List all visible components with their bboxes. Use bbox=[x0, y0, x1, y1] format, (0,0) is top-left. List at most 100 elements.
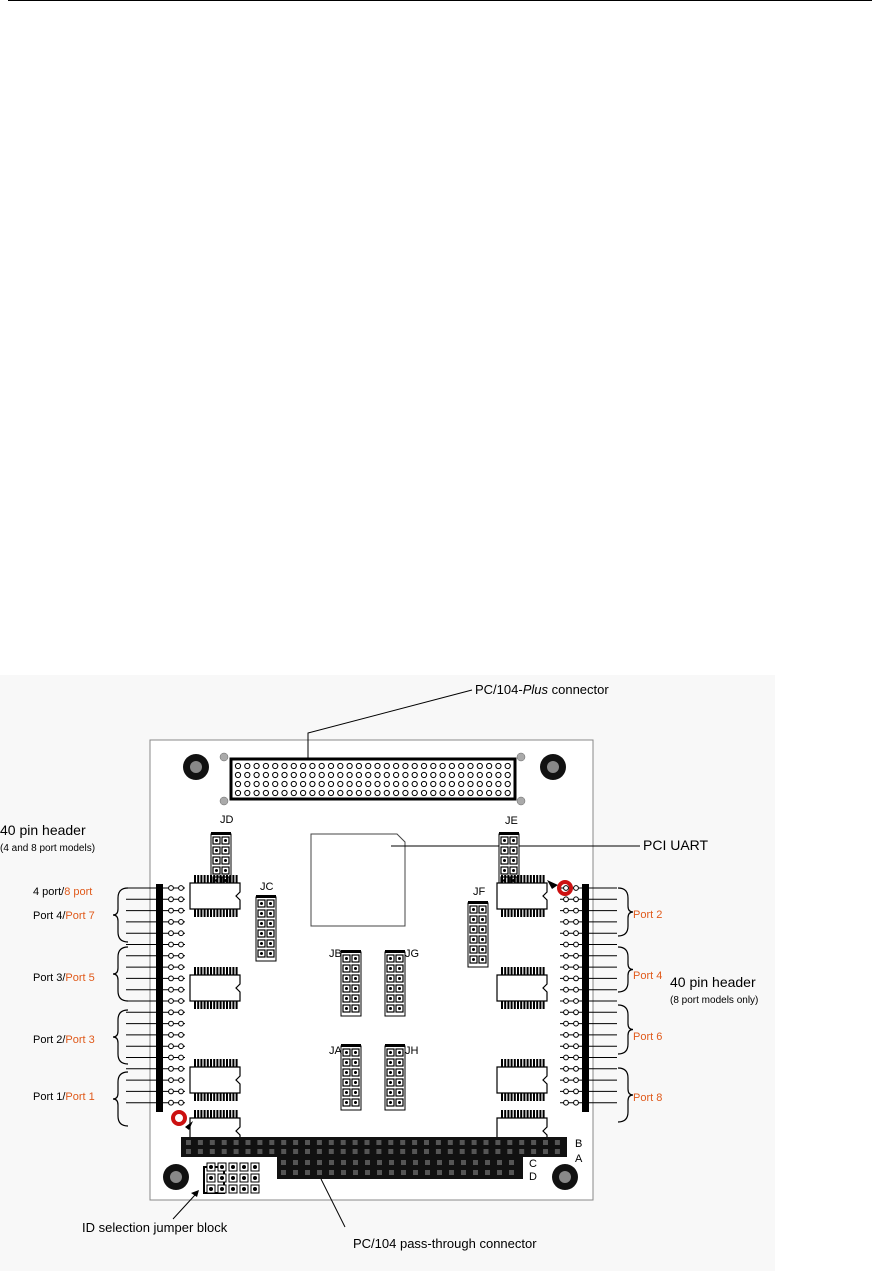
id-pin-dot bbox=[220, 1187, 224, 1191]
jumper-label-jf: JF bbox=[473, 886, 486, 898]
chip-pin bbox=[529, 1110, 532, 1118]
jumper-pin-dot bbox=[345, 1091, 348, 1094]
chip-pin bbox=[219, 967, 222, 975]
jumper-pin-dot bbox=[260, 912, 263, 915]
chip-pin bbox=[197, 875, 200, 883]
chip-pin bbox=[200, 1110, 203, 1118]
id-pin-dot bbox=[220, 1176, 224, 1180]
pass-pin bbox=[376, 1140, 382, 1145]
pass-pin bbox=[281, 1140, 287, 1145]
connector-pin bbox=[253, 789, 260, 797]
pass-pin bbox=[281, 1149, 287, 1154]
jumper-pin-dot bbox=[345, 997, 348, 1000]
chip-pin bbox=[197, 1093, 200, 1101]
port-bracket bbox=[112, 1071, 129, 1127]
row-letter-a: A bbox=[575, 1153, 583, 1165]
pc104plus-pins bbox=[234, 762, 511, 797]
header-pin bbox=[168, 1065, 174, 1072]
jumper-pin-dot bbox=[269, 922, 272, 925]
chip-pin bbox=[513, 875, 516, 883]
chip-pin bbox=[194, 1059, 196, 1067]
chip-pin bbox=[513, 967, 516, 975]
pass-pin bbox=[389, 1170, 394, 1175]
connector-pin bbox=[402, 780, 409, 788]
connector-pin bbox=[393, 780, 400, 788]
jumper-pin-dot bbox=[398, 977, 401, 980]
pass-pin bbox=[435, 1149, 441, 1154]
chip-pin bbox=[526, 1110, 529, 1118]
header-pin bbox=[168, 919, 174, 925]
pass-pin bbox=[316, 1149, 322, 1154]
header-pin bbox=[563, 952, 569, 959]
chip-pin bbox=[235, 967, 238, 975]
jumper-pin-dot bbox=[215, 839, 218, 842]
id-pin-dot bbox=[253, 1165, 257, 1169]
board-svg: PC/104-Plus connector PCI UART JD JE JC … bbox=[0, 682, 758, 1251]
right-port-label: Port 8 bbox=[633, 1092, 662, 1104]
chip-pin bbox=[200, 909, 203, 917]
header-pin bbox=[563, 896, 569, 903]
jumper-pin-dot bbox=[354, 1071, 357, 1074]
chip-pin bbox=[203, 967, 206, 975]
jumper-pin-dot bbox=[481, 918, 484, 921]
header-pin bbox=[573, 896, 579, 903]
header-pin bbox=[563, 919, 569, 925]
header-pin bbox=[573, 1043, 579, 1050]
port-label-primary: Port 2/ bbox=[33, 1034, 66, 1046]
chip-pin bbox=[210, 875, 212, 883]
port-bracket bbox=[112, 1009, 129, 1065]
pointer-arrow-icon bbox=[547, 880, 558, 889]
chip-pin bbox=[510, 1059, 513, 1067]
jumper-pin-dot bbox=[354, 997, 357, 1000]
header-pin bbox=[178, 998, 184, 1004]
pass-pin bbox=[281, 1160, 286, 1165]
connector-pin bbox=[420, 789, 428, 797]
chip-pin bbox=[222, 1059, 225, 1067]
chip-pin bbox=[533, 1093, 535, 1101]
pass-pin bbox=[376, 1149, 382, 1154]
pass-pin bbox=[497, 1170, 502, 1175]
pass-pin bbox=[424, 1140, 429, 1145]
chip-pin bbox=[229, 909, 232, 917]
leader-line bbox=[320, 1178, 346, 1228]
pass-pin bbox=[245, 1140, 251, 1145]
chip-pin bbox=[206, 875, 209, 883]
pass-pin bbox=[317, 1170, 322, 1175]
chip-pin bbox=[529, 875, 532, 883]
pass-pin bbox=[497, 1160, 502, 1165]
chip-pin bbox=[222, 1093, 225, 1101]
header-pin bbox=[168, 885, 174, 891]
header-pin bbox=[178, 907, 184, 914]
chip-pin bbox=[200, 967, 203, 975]
jumper-pin-dot bbox=[354, 967, 357, 970]
connector-pin bbox=[393, 789, 400, 797]
header-pin bbox=[168, 1099, 174, 1106]
pass-pin bbox=[197, 1140, 203, 1145]
pass-pin bbox=[554, 1149, 560, 1154]
chip-pin bbox=[510, 1001, 513, 1009]
pass-pin bbox=[531, 1149, 537, 1154]
connector-pin bbox=[234, 780, 242, 788]
pointer-arrow-icon bbox=[185, 1121, 193, 1130]
header-pin bbox=[573, 1032, 579, 1038]
header-pin bbox=[563, 986, 569, 993]
jumper-je-top bbox=[499, 832, 519, 835]
pass-pin bbox=[257, 1140, 263, 1145]
chip-pin bbox=[501, 909, 503, 917]
jumper-pin-dot bbox=[389, 1091, 392, 1094]
connector-pin bbox=[281, 789, 288, 797]
jumper-pin-dot bbox=[398, 1007, 401, 1010]
connector-pin bbox=[448, 762, 455, 770]
connector-pin bbox=[290, 762, 297, 770]
pass-pin bbox=[471, 1149, 477, 1154]
jumper-pin-dot bbox=[472, 918, 475, 921]
chip-pin bbox=[213, 909, 216, 917]
connector-pin bbox=[448, 780, 455, 788]
pass-pin bbox=[400, 1140, 406, 1145]
pass-pin bbox=[495, 1140, 501, 1145]
connector-pin bbox=[504, 771, 511, 779]
chip-pin bbox=[517, 1001, 519, 1009]
connector-pin bbox=[234, 771, 242, 779]
pass-pin bbox=[377, 1160, 382, 1165]
chip-pin bbox=[232, 1110, 235, 1118]
